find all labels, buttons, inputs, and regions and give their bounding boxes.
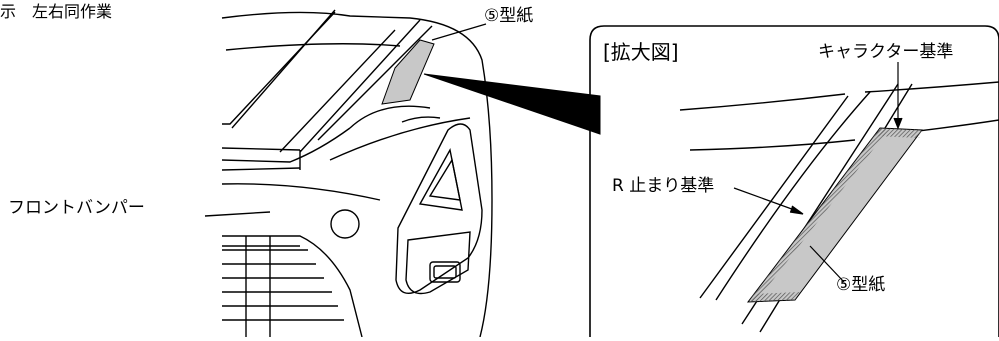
- body-contour: [221, 11, 493, 338]
- work-note: 示 左右同作業: [0, 2, 113, 21]
- leader-lines: [733, 62, 903, 283]
- template-label-zoom: ⑤型紙: [836, 275, 886, 295]
- template-label-main: ⑤型紙: [484, 6, 534, 26]
- template-zoom-leader: [809, 245, 845, 283]
- grille: [222, 235, 363, 338]
- r-stop-leader: [733, 187, 801, 213]
- template-hatch-bottom: [748, 292, 800, 302]
- bumper-leader: [204, 211, 271, 217]
- enlarged-view-title: [拡大図]: [603, 40, 679, 64]
- character-reference-label: キャラクター基準: [818, 42, 954, 62]
- r-stop-arrow: [789, 205, 804, 215]
- headlight-edge: [699, 95, 849, 299]
- zoom-callout-wedge: [423, 73, 601, 135]
- character-ref-arrow: [893, 117, 903, 130]
- front-bumper-label: フロントバンパー: [8, 198, 145, 218]
- enlarged-view-frame: [589, 25, 999, 337]
- r-stop-reference-label: R 止まり基準: [612, 176, 715, 196]
- template-leader-main: [431, 23, 487, 41]
- fog-lamp-housing: [395, 123, 483, 294]
- template-hatch-left: [748, 128, 888, 302]
- tow-hook-cover: [330, 209, 360, 239]
- car-front-illustration: [204, 9, 493, 338]
- template-piece-main: [381, 39, 435, 105]
